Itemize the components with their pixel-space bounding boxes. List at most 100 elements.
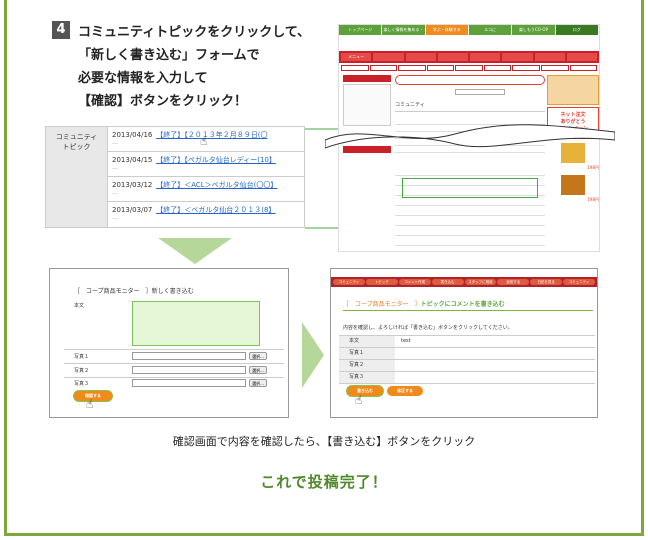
confirm-tab[interactable]: コミュニティ (563, 279, 595, 285)
site-subtab[interactable] (540, 65, 569, 71)
site-subtab[interactable] (512, 65, 540, 71)
divider (64, 363, 284, 364)
divider (339, 335, 595, 336)
confirm-tab[interactable]: 返信する (497, 279, 530, 285)
site-nav-item[interactable]: トップページ (339, 25, 383, 35)
completion-message: これで投稿完了！ (260, 473, 388, 491)
confirm-tab[interactable]: 書き込む (431, 279, 464, 285)
confirm-tab[interactable]: コミュニティ (333, 279, 365, 285)
site-subtab[interactable] (483, 65, 512, 71)
topic-ellipsis: … (112, 189, 118, 196)
photo-label: 写真１ (74, 354, 90, 360)
site-center: コミュニティ (395, 75, 545, 251)
confirm-tab-bar: コミュニティ トピック コメント作成 書き込む スタッフに相談 返信する 日記を… (331, 277, 597, 287)
table-row[interactable]: 2013/04/15 【終了】【ペガルタ仙台レディー(10】 … (108, 152, 305, 177)
site-subtab[interactable] (455, 65, 483, 71)
site-global-nav: トップページ 楽しく情報を集める・選ぶ 学ぶ・体験する エコに 楽しもうCO-O… (339, 25, 599, 42)
topic-link[interactable]: 【終了】【２０１３年２月８９日(〇 (156, 131, 268, 139)
site-subtabs (339, 65, 599, 71)
site-subtab[interactable] (369, 65, 398, 71)
product-price: 198円 (587, 197, 599, 202)
site-menu-item[interactable] (437, 53, 468, 61)
site-nav-item[interactable]: ログ (555, 25, 599, 35)
community-image (343, 84, 391, 126)
site-search-input[interactable] (455, 89, 505, 95)
arrow-down-icon (158, 238, 232, 264)
site-right-column: ネット注文 ありがとう キャンペーン 198円 198円 (547, 75, 599, 251)
arrow-right-icon (302, 322, 324, 388)
confirm-row-label: 写真３ (339, 372, 395, 383)
side-heading (343, 146, 391, 153)
divider (395, 111, 545, 112)
site-menu-item[interactable] (373, 53, 404, 61)
site-menu-item[interactable] (502, 53, 533, 61)
edit-button[interactable]: 修正する (387, 386, 423, 396)
site-nav-item[interactable]: 楽しもうCO-OP (512, 25, 556, 35)
step-line-2: 「新しく書き込む」フォームで (78, 48, 260, 63)
confirm-tab[interactable]: 日記を見る (530, 279, 563, 285)
write-button[interactable]: 書き込む (347, 386, 383, 396)
site-subtab[interactable] (341, 65, 369, 71)
divider (339, 383, 595, 384)
divider (64, 377, 284, 378)
step-line-3: 必要な情報を入力して (78, 71, 208, 86)
browse-button[interactable]: 選択... (249, 366, 267, 374)
torn-edge (325, 124, 615, 149)
confirm-tab[interactable]: コメント作成 (398, 279, 431, 285)
confirm-button[interactable]: 確認する (74, 391, 112, 401)
body-textarea[interactable] (132, 301, 260, 346)
site-menu-item[interactable] (405, 53, 436, 61)
site-subtab[interactable] (426, 65, 455, 71)
photo-label: 写真３ (74, 381, 90, 387)
topic-list (395, 166, 545, 251)
pointer-hand-icon: ☝ (200, 134, 208, 148)
topic-date: 2013/03/12 (112, 181, 153, 189)
confirm-row-label: 写真１ (339, 348, 395, 359)
table-row[interactable]: 2013/03/07 【終了】＜ベガルタ仙台２０１３(8】 … (108, 202, 305, 227)
site-menu-item[interactable] (566, 53, 597, 61)
ad-banner[interactable] (547, 75, 599, 105)
product-image[interactable] (561, 175, 585, 195)
community-heading: コミュニティ (395, 102, 425, 108)
step-line-1: コミュニティトピックをクリックして、 (78, 25, 311, 40)
table-row[interactable]: 2013/03/12 【終了】＜ACL＞ベガルタ仙台(〇〇】 … (108, 177, 305, 202)
pointer-hand-icon: ☝ (86, 397, 94, 411)
topic-date: 2013/03/07 (112, 206, 153, 214)
site-menu-item[interactable] (534, 53, 565, 61)
site-left-column (343, 75, 391, 251)
browse-button[interactable]: 選択... (249, 352, 267, 360)
topic-highlight (402, 178, 538, 198)
topic-link[interactable]: 【終了】＜ベガルタ仙台２０１３(8】 (156, 206, 276, 214)
confirm-tab[interactable]: スタッフに相談 (464, 279, 497, 285)
site-subtab[interactable] (569, 65, 598, 71)
photo-file-input[interactable] (132, 379, 246, 387)
site-nav-item[interactable]: エコに (469, 25, 513, 35)
product-price: 198円 (587, 165, 599, 170)
instruction-caption: 確認画面で内容を確認したら、【書き込む】ボタンをクリック (172, 435, 476, 448)
product-image[interactable] (561, 143, 585, 163)
side-heading (343, 75, 391, 82)
table-row[interactable]: 2013/04/16 【終了】【２０１３年２月８９日(〇 … (108, 127, 305, 152)
page-frame (4, 0, 644, 536)
site-subtab[interactable] (398, 65, 426, 71)
site-menu-bar: メニュー (339, 51, 599, 63)
browse-button[interactable]: 選択... (249, 379, 267, 387)
confirm-row-label: 写真２ (339, 360, 395, 371)
step-number-badge: 4 (52, 21, 70, 39)
topic-link[interactable]: 【終了】【ペガルタ仙台レディー(10】 (156, 156, 276, 164)
topic-link[interactable]: 【終了】＜ACL＞ベガルタ仙台(〇〇】 (156, 181, 278, 189)
photo-file-input[interactable] (132, 366, 246, 374)
site-menu-item[interactable] (470, 53, 501, 61)
site-banner (395, 75, 545, 85)
site-menu-item[interactable]: メニュー (341, 53, 372, 61)
body-label: 本文 (74, 303, 85, 309)
photo-file-input[interactable] (132, 352, 246, 360)
divider (339, 347, 595, 348)
site-nav-item[interactable]: 楽しく情報を集める・選ぶ (382, 25, 426, 42)
confirm-tab[interactable]: トピック (365, 279, 398, 285)
site-nav-item[interactable]: 学ぶ・体験する (425, 25, 469, 35)
divider (64, 349, 284, 350)
divider (339, 359, 595, 360)
step-instructions: コミュニティトピックをクリックして、 「新しく書き込む」フォームで 必要な情報を… (78, 21, 310, 113)
confirm-title-suffix: トピックにコメントを書き込む (420, 301, 505, 308)
